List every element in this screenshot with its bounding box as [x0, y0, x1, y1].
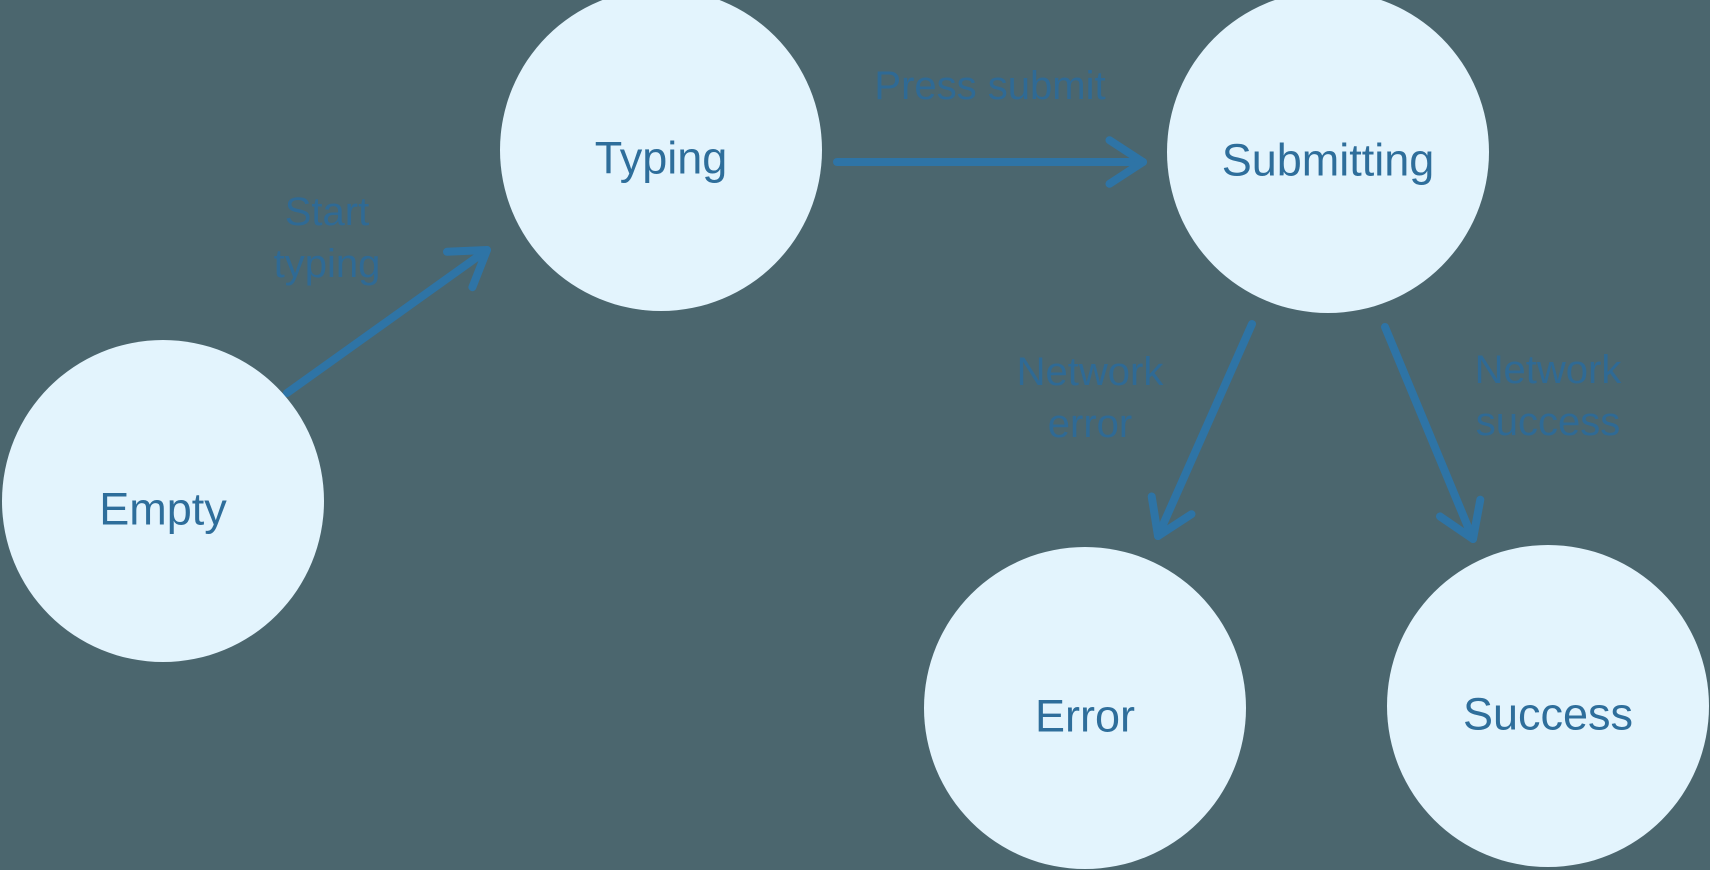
arrowhead-icon [1105, 136, 1147, 188]
state-label-success: Success [1463, 689, 1633, 740]
state-label-typing: Typing [595, 133, 728, 184]
transition-label-line: error [1048, 402, 1132, 446]
transition-label-network-error: Network error [1017, 350, 1165, 446]
transition-label-line: Network [1017, 350, 1165, 394]
state-circle-empty [2, 340, 324, 662]
transition-label-line: Press submit [874, 64, 1105, 108]
state-circle-submitting [1167, 0, 1489, 313]
state-node-error: Error [924, 547, 1246, 869]
transition-arrow-line [283, 246, 491, 397]
transition-label-start-typing: Start typing [274, 190, 381, 286]
transition-label-line: success [1476, 400, 1621, 444]
transition-label-line: Start [285, 190, 369, 234]
transition-arrow-line [1381, 323, 1477, 543]
state-node-empty: Empty [2, 340, 324, 662]
transition-network-error [1147, 320, 1256, 540]
transition-network-success [1381, 323, 1485, 543]
transition-press-submit [833, 136, 1147, 188]
state-circle-success [1387, 545, 1709, 867]
transitions-layer [283, 136, 1485, 543]
transition-label-network-success: Network success [1475, 348, 1623, 444]
state-label-error: Error [1035, 691, 1135, 742]
state-node-success: Success [1387, 545, 1709, 867]
state-circle-typing [500, 0, 822, 311]
arrowhead-icon [443, 246, 491, 292]
transition-arrow-line [1154, 320, 1256, 540]
state-circle-error [924, 547, 1246, 869]
arrowhead-icon [1147, 492, 1196, 540]
state-node-typing: Typing [500, 0, 822, 311]
state-label-submitting: Submitting [1222, 135, 1435, 186]
transition-label-line: Network [1475, 348, 1623, 392]
transition-label-press-submit: Press submit [874, 64, 1105, 108]
arrowhead-icon [1436, 495, 1485, 543]
transition-start-typing [283, 246, 491, 397]
state-label-empty: Empty [99, 484, 227, 535]
state-node-submitting: Submitting [1167, 0, 1489, 313]
transition-label-line: typing [274, 242, 381, 286]
